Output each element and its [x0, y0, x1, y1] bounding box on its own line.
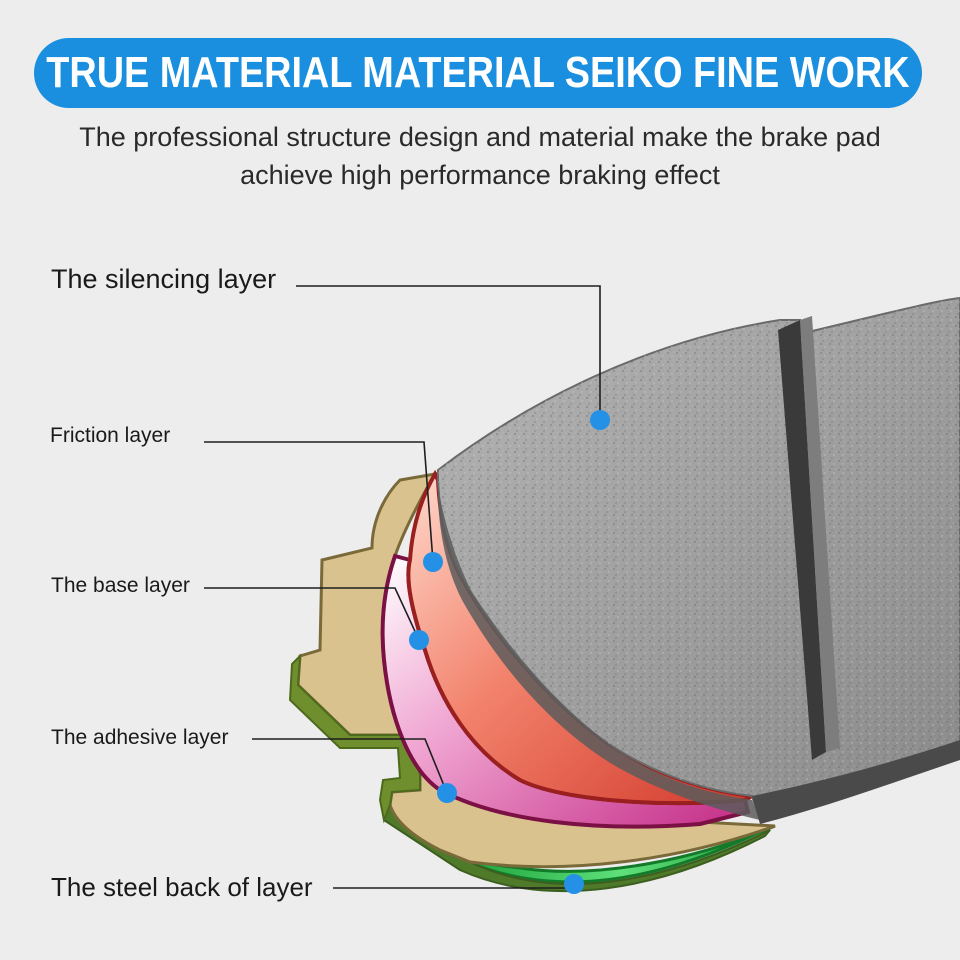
subtitle-line-1: The professional structure design and ma…: [79, 122, 881, 152]
pad-groove: [778, 320, 826, 760]
pad-side-face: [438, 470, 760, 820]
marker-dot-base: [409, 630, 429, 650]
label-base-layer: The base layer: [51, 574, 190, 597]
label-friction-layer: Friction layer: [50, 424, 171, 447]
leader-line-silencing: [296, 285, 601, 420]
marker-dot-adhesive: [437, 783, 457, 803]
banner-title: TRUE MATERIAL MATERIAL SEIKO FINE WORK: [46, 48, 910, 97]
label-adhesive-layer: The adhesive layer: [51, 726, 229, 749]
title-banner: TRUE MATERIAL MATERIAL SEIKO FINE WORK: [34, 38, 922, 108]
pad-groove-edge: [800, 316, 840, 752]
marker-dots: [409, 410, 610, 894]
marker-dot-friction: [423, 552, 443, 572]
leader-line-base: [204, 587, 420, 641]
marker-dot-silencing: [590, 410, 610, 430]
marker-dot-steel: [564, 874, 584, 894]
label-silencing-layer: The silencing layer: [51, 264, 277, 294]
label-steel-back-layer: The steel back of layer: [51, 872, 313, 902]
steel-back-shadow: [380, 797, 771, 893]
leader-line-adhesive: [252, 738, 448, 794]
subtitle-line-2: achieve high performance braking effect: [240, 160, 720, 190]
pad-lower-edge: [752, 740, 960, 824]
leader-line-friction: [204, 441, 434, 563]
backing-plate-edge: [288, 653, 421, 824]
